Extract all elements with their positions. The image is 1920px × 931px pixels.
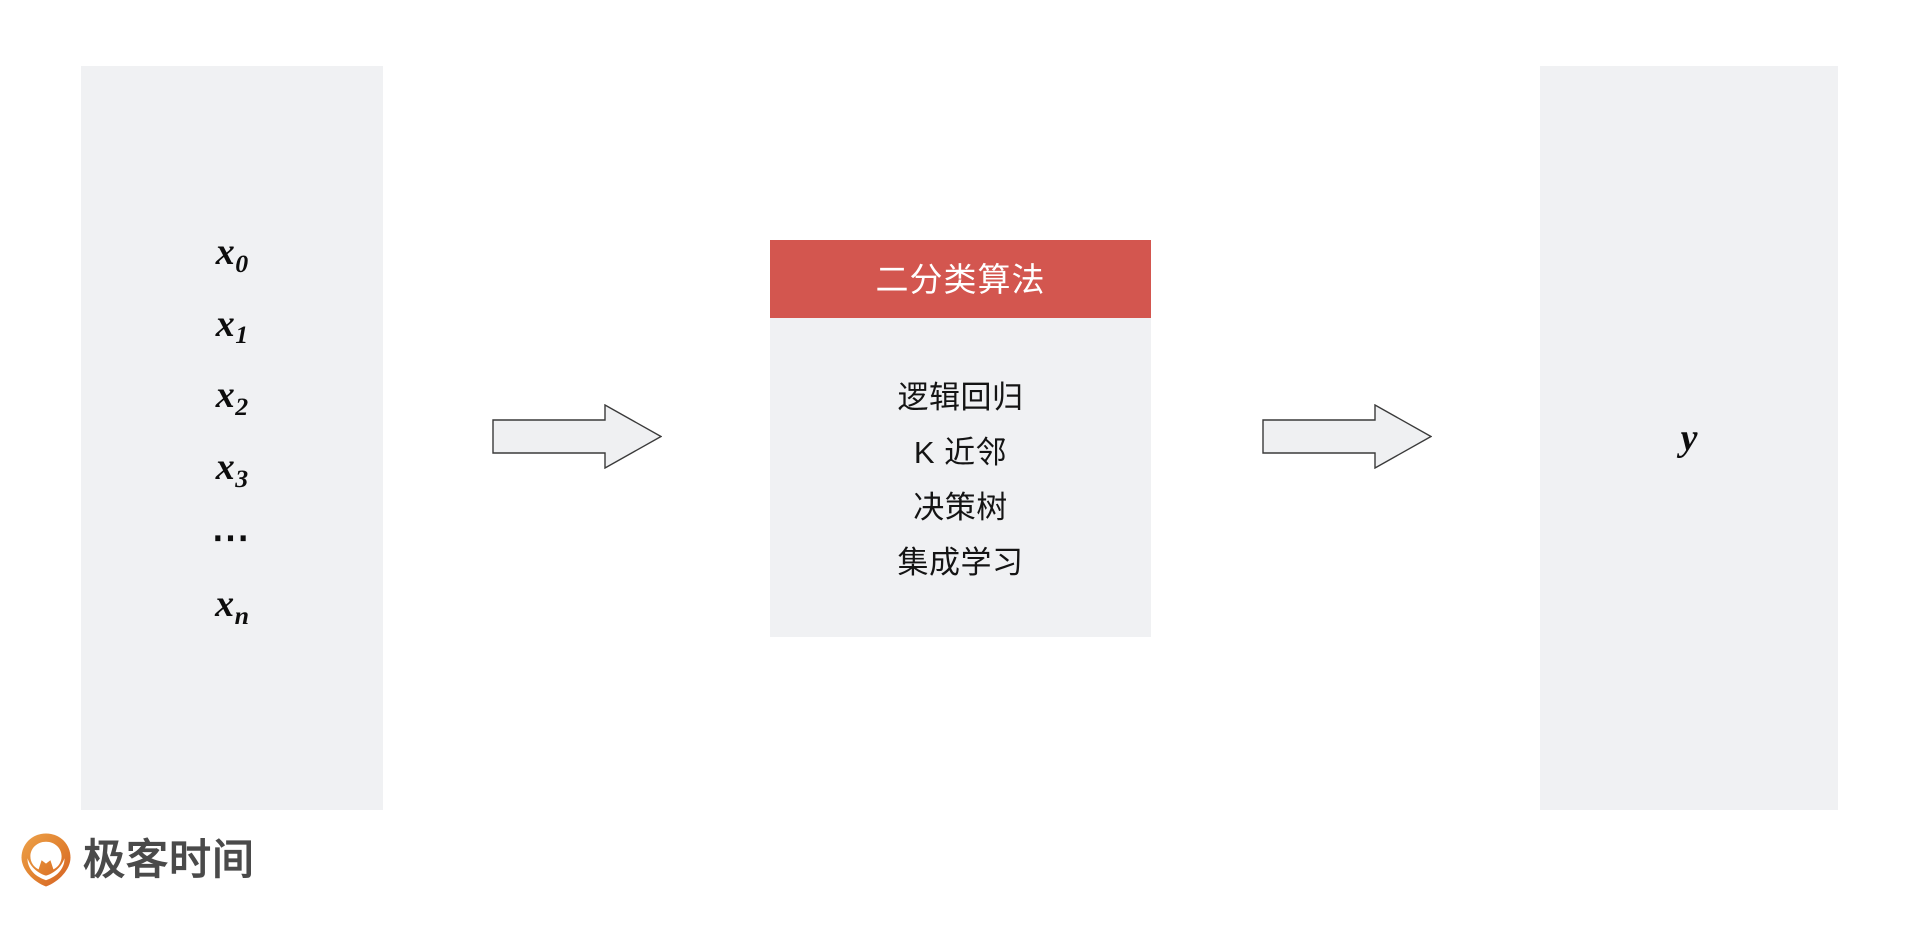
algorithm-card: 二分类算法 逻辑回归 K 近邻 决策树 集成学习 [770, 240, 1151, 637]
algorithm-card-body: 逻辑回归 K 近邻 决策树 集成学习 [770, 318, 1151, 637]
algorithm-list-item: 集成学习 [897, 544, 1024, 580]
feature-variable: x3 [216, 448, 248, 492]
algorithm-list-item: 决策树 [913, 489, 1008, 525]
feature-input-panel: x0 x1 x2 x3 ⋯ xn [81, 66, 383, 810]
algorithm-list-item: K 近邻 [913, 434, 1008, 470]
feature-variable: x2 [216, 376, 248, 420]
brand-wordmark: 极客时间 [83, 836, 256, 883]
feature-variable-subscript: 2 [235, 391, 249, 421]
output-variable: y [1680, 417, 1698, 459]
brand-logo: 极客时间 [20, 832, 255, 888]
feature-variable: x0 [216, 233, 248, 277]
algorithm-card-title: 二分类算法 [875, 260, 1046, 298]
feature-variable-subscript: 0 [235, 248, 249, 278]
feature-variable-base: x [215, 302, 235, 345]
feature-variable-base: x [215, 374, 235, 417]
algorithm-list-item: 逻辑回归 [897, 379, 1024, 415]
geektime-pin-icon [20, 832, 72, 888]
feature-variable: xn [215, 585, 249, 629]
feature-variable-subscript: 3 [235, 463, 249, 493]
arrow-model-to-output-icon [1262, 403, 1433, 470]
feature-variable-base: x [215, 231, 235, 274]
arrow-input-to-model-icon [492, 403, 663, 470]
feature-variable-subscript: 1 [235, 320, 249, 350]
prediction-output-panel: y [1540, 66, 1838, 810]
feature-variable-base: x [215, 583, 235, 626]
feature-variable-base: x [215, 445, 235, 488]
feature-variable-list: x0 x1 x2 x3 ⋯ xn [212, 233, 253, 629]
feature-variable-subscript: n [234, 601, 249, 631]
algorithm-card-header: 二分类算法 [770, 240, 1151, 318]
feature-ellipsis: ⋯ [211, 517, 253, 560]
feature-variable: x1 [216, 305, 248, 349]
